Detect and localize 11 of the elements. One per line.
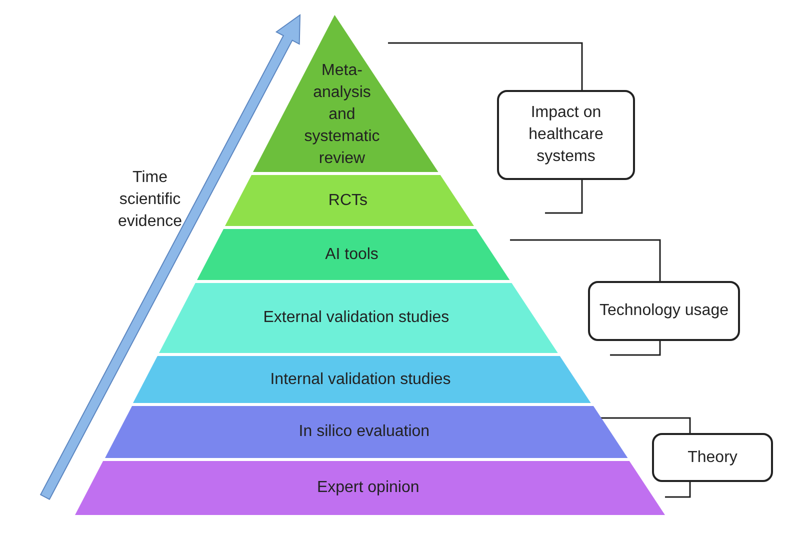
axis-label: Time scientific evidence (116, 168, 184, 232)
tier-label: Meta-analysis and systematic review (303, 61, 381, 169)
category-box: Theory (652, 433, 773, 482)
tier-label: AI tools (325, 244, 378, 264)
tier-label: RCTs (328, 190, 368, 210)
tier-label: Expert opinion (316, 478, 420, 498)
tier-label: Internal validation studies (270, 370, 451, 390)
tier-label: In silico evaluation (298, 422, 430, 442)
category-box: Impact on healthcare systems (497, 90, 635, 180)
category-box: Technology usage (588, 281, 740, 341)
tier-label: External validation studies (263, 308, 450, 328)
